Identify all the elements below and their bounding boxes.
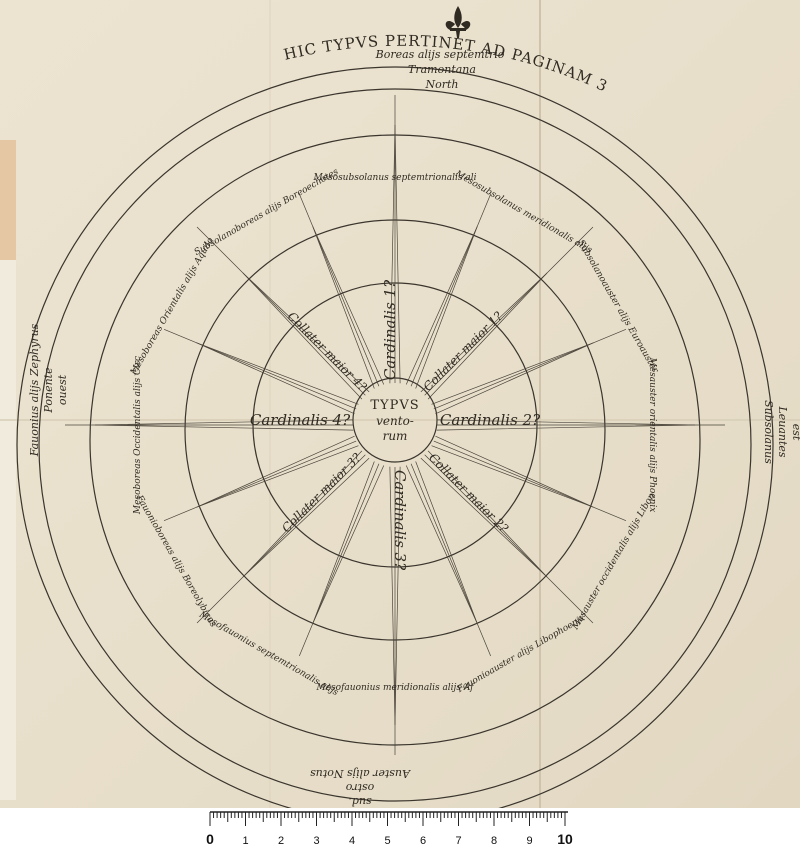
outer-ring [16, 66, 774, 808]
compass-star-point [436, 419, 696, 431]
ruler-label: 1 [242, 835, 248, 847]
compass-ray [424, 226, 594, 396]
compass-star-point [389, 124, 401, 384]
ruler-label: 9 [526, 835, 532, 847]
ruler-label: 10 [557, 831, 573, 847]
east-wind-french: est [790, 424, 800, 441]
outer-ring-inner [38, 88, 752, 802]
quadrant-label: Cardinalis 3? [391, 470, 409, 571]
center-title-line3: rum [383, 429, 408, 443]
compass-star-point [196, 435, 359, 508]
engraved-plate: HIC TYPVS PERTINET AD PAGINAM 36. Boreas… [0, 0, 800, 808]
compass-ray [196, 454, 366, 624]
north-wind-latin: Boreas alijs septemtrio [375, 48, 505, 61]
compass-ray [163, 440, 357, 521]
compass-star-point [196, 342, 359, 415]
compass-ray [433, 440, 627, 521]
compass-ray [299, 193, 380, 387]
center-title-line2: vento- [376, 414, 414, 428]
quadrant-label: Cardinalis 4? [250, 411, 351, 429]
compass-star-point [420, 450, 548, 578]
ruler-label: 8 [491, 835, 497, 847]
compass-star-point [431, 435, 594, 508]
compass-star-point [312, 226, 385, 389]
fleur-de-lis-icon [445, 6, 471, 38]
intermediate-wind-label: Mesofauonius meridionalis alijs Af [315, 683, 475, 693]
ruler-label: 6 [420, 835, 426, 847]
north-wind-italian: Tramontana [408, 63, 476, 76]
compass-ray [410, 193, 491, 387]
compass-ray [163, 329, 357, 410]
left-edge-strip [0, 140, 16, 260]
south-wind-latin: Auster alijs Notus [310, 767, 411, 780]
compass-star-point [420, 272, 548, 400]
ruler-label: 4 [349, 835, 355, 847]
compass-star-point [431, 342, 594, 415]
west-wind-italian: Ponente [42, 367, 55, 414]
west-wind-latin: Fauonius alijs Zephyrus [28, 323, 41, 457]
quadrant-label: Cardinalis 2? [440, 411, 541, 429]
compass-ray [410, 463, 491, 657]
intermediate-wind-label: Mesoboreas Occidentalis alijs Circ [133, 356, 143, 515]
scale-ruler: 0 1 2 3 4 5 6 7 8 9 10 [206, 811, 573, 847]
compass-star-point [405, 226, 478, 389]
compass-ray [433, 329, 627, 410]
ruler-label: 2 [278, 835, 284, 847]
compass-star-point [405, 461, 478, 624]
ruler-label: 0 [206, 831, 214, 847]
north-wind-french: North [424, 78, 458, 91]
quadrant-label: Cardinalis 1? [381, 279, 399, 380]
compass-ray [299, 463, 380, 657]
center-title-line1: TYPVS [370, 398, 419, 413]
intermediate-wind-label: Mesosubsolanus septemtrionalis ali [312, 173, 476, 183]
intermediate-wind-label: Mesauster orientalis alijs Phoenix [647, 357, 657, 513]
compass-rays [65, 95, 725, 755]
compass-star-point [242, 272, 370, 400]
south-wind-italian: ostro [345, 781, 374, 794]
ruler-label: 5 [384, 835, 390, 847]
ruler-label: 3 [313, 835, 319, 847]
ruler-label: 7 [455, 835, 461, 847]
compass-ray [196, 226, 366, 396]
compass-star-point [312, 461, 385, 624]
compass-star-point [389, 466, 401, 726]
east-wind-latin: Subsolanus [762, 400, 775, 464]
compass-star-point [94, 419, 354, 431]
south-wind-french: sud. [348, 795, 371, 808]
west-wind-french: ouest [56, 374, 69, 405]
compass-star-point [242, 450, 370, 578]
compass-ray [424, 454, 594, 624]
east-wind-italian: Leuantes [776, 405, 789, 457]
